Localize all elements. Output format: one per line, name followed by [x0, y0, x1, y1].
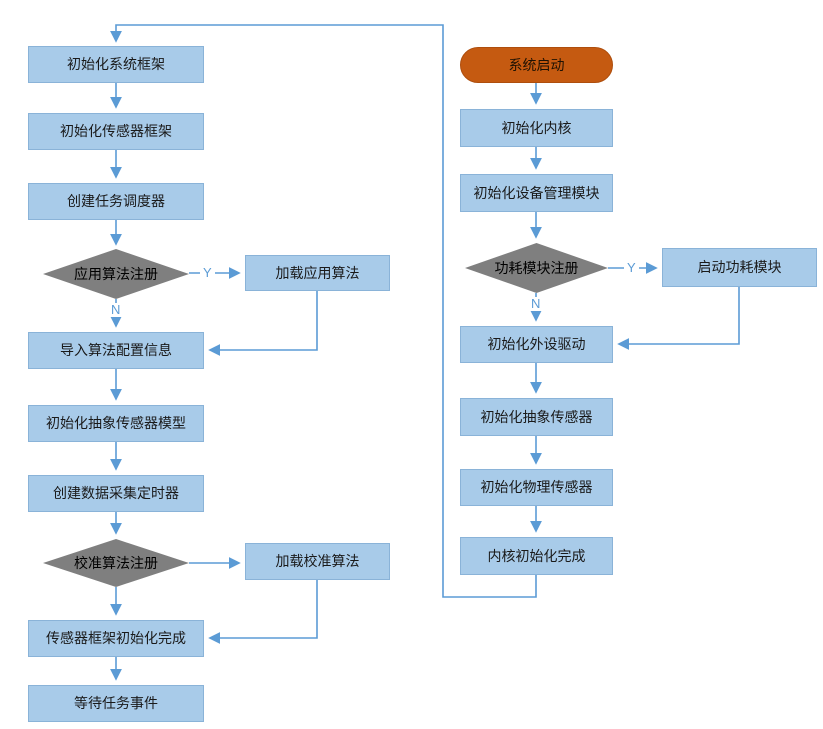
flow-node-sensor-framework-done: 传感器框架初始化完成 — [28, 620, 204, 657]
flow-node-start-power-module: 启动功耗模块 — [662, 248, 817, 287]
flow-node-wait-task-event: 等待任务事件 — [28, 685, 204, 722]
flow-node-init-abstract-sensor-model: 初始化抽象传感器模型 — [28, 405, 204, 442]
start-node-system-start: 系统启动 — [460, 47, 613, 83]
flow-node-init-sensor-framework: 初始化传感器框架 — [28, 113, 204, 150]
flow-node-load-app-algorithm: 加载应用算法 — [245, 255, 390, 291]
branch-label-yes-power-check: Y — [624, 261, 639, 275]
flow-node-init-kernel: 初始化内核 — [460, 109, 613, 147]
flow-node-init-abstract-sensor: 初始化抽象传感器 — [460, 398, 613, 436]
branch-label-no-app-check: N — [108, 303, 124, 317]
connector-kernel-done-to-system-framework — [110, 24, 537, 598]
flow-node-init-device-mgmt: 初始化设备管理模块 — [460, 174, 613, 212]
flow-node-init-peripheral-drivers: 初始化外设驱动 — [460, 326, 613, 363]
connector-load-calibration-to-done — [208, 580, 318, 644]
flow-node-init-physical-sensor: 初始化物理传感器 — [460, 469, 613, 506]
flow-node-create-task-scheduler: 创建任务调度器 — [28, 183, 204, 220]
connector-load-app-to-import-config — [208, 291, 318, 356]
flow-node-kernel-init-done: 内核初始化完成 — [460, 537, 613, 575]
flow-node-load-calibration-algorithm: 加载校准算法 — [245, 543, 390, 580]
connector-start-power-to-peripheral — [617, 287, 740, 350]
branch-label-yes-app-check: Y — [200, 266, 215, 280]
branch-label-no-power-check: N — [528, 297, 544, 311]
flow-node-init-system-framework: 初始化系统框架 — [28, 46, 204, 83]
flow-node-import-algorithm-config: 导入算法配置信息 — [28, 332, 204, 369]
flow-node-create-data-timer: 创建数据采集定时器 — [28, 475, 204, 512]
